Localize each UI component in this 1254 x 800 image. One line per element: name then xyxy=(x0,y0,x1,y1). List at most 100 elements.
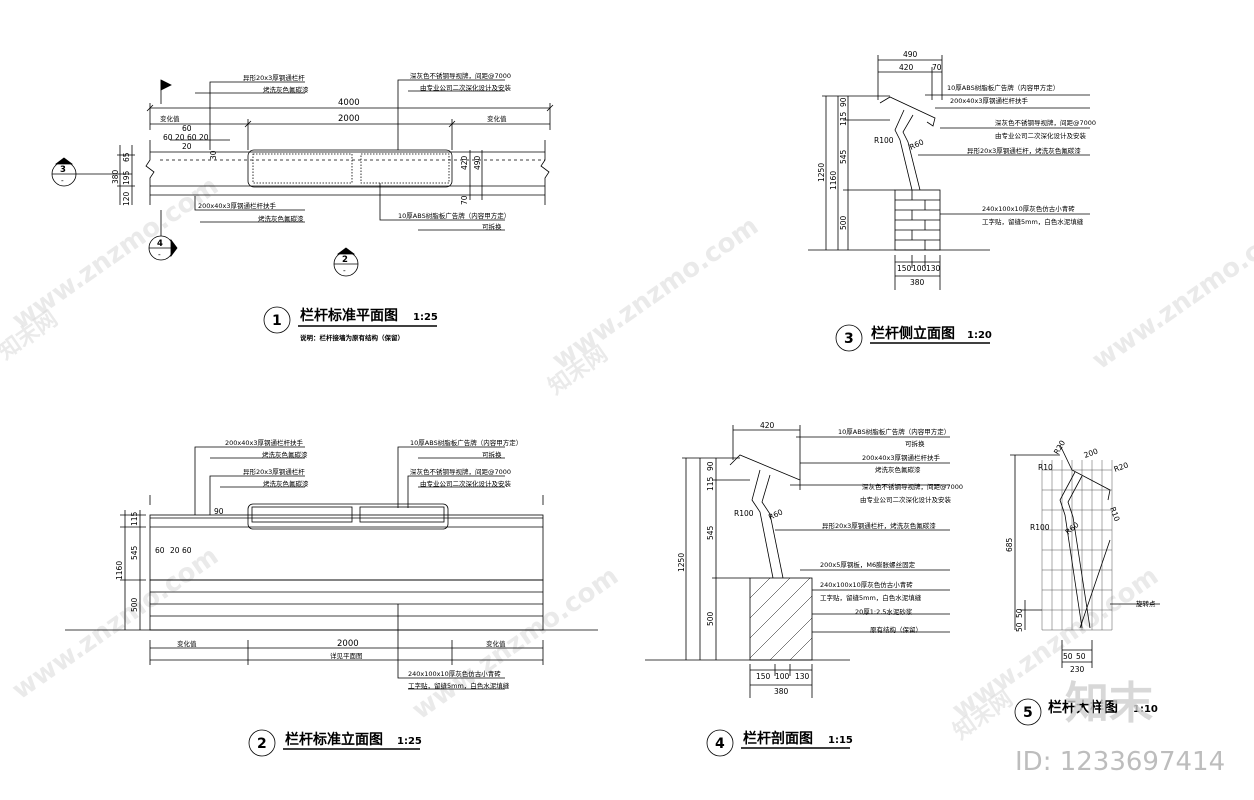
label-brick-joint: 工字贴，留缝5mm，白色水泥填缝 xyxy=(820,593,922,602)
dim-r100: R100 xyxy=(734,509,754,518)
label-paint: 烤洗灰色氟碳漆 xyxy=(258,214,304,223)
dim-380: 380 xyxy=(910,278,925,287)
drawing-3-title: 栏杆侧立面图 xyxy=(871,325,955,342)
section-marker-4-sub: - xyxy=(158,250,161,259)
drawing-1-title: 栏杆标准平面图 xyxy=(300,307,398,324)
dim-20: 20 xyxy=(199,133,209,142)
label-handrail: 200x40x3厚钢通栏杆扶手 xyxy=(225,438,304,447)
watermark-site-text: www.znzmo.com xyxy=(1087,211,1254,376)
dim-1160: 1160 xyxy=(829,171,838,190)
drawing-3-number: 3 xyxy=(844,331,854,347)
watermark-site-text: www.znzmo.com xyxy=(7,171,224,336)
dim-70: 70 xyxy=(460,195,469,205)
label-rotate-point: 旋转点 xyxy=(1136,599,1156,608)
dim-380: 380 xyxy=(111,169,120,184)
dim-2000: 2000 xyxy=(338,114,360,124)
dim-65: 65 xyxy=(122,152,131,162)
elevation-view xyxy=(65,446,598,757)
dim-r100: R100 xyxy=(874,136,894,145)
label-mortar: 20厚1:2.5水泥砂浆 xyxy=(855,607,913,616)
dim-60: 60 xyxy=(182,124,192,133)
dim-60: 60 xyxy=(163,133,173,142)
drawing-4-scale: 1:15 xyxy=(828,735,853,746)
dim-20: 20 xyxy=(170,546,180,555)
dim-490: 490 xyxy=(903,50,918,59)
label-handrail: 200x40x3厚钢通栏杆扶手 xyxy=(198,201,277,210)
watermark-site-text: www.znzmo.com xyxy=(407,561,624,726)
label-plan-ref: 详见平面图 xyxy=(330,651,363,660)
dim-90: 90 xyxy=(706,461,715,471)
label-guide-design: 由专业公司二次深化设计及安装 xyxy=(420,83,512,92)
dim-1250: 1250 xyxy=(817,163,826,182)
label-handrail: 200x40x3厚钢通栏杆扶手 xyxy=(950,96,1029,105)
dim-150: 150 xyxy=(897,264,912,273)
label-variable: 变化值 xyxy=(177,639,197,648)
label-vertical-bar: 异形20x3厚钢通栏杆 xyxy=(243,467,305,476)
label-removable: 可拆换 xyxy=(905,439,925,448)
dim-150: 150 xyxy=(756,672,771,681)
dim-420: 420 xyxy=(760,421,775,430)
section-texts: 420 10厚ABS树脂板广告牌（内容甲方定） 可拆换 200x40x3厚钢通栏… xyxy=(677,421,963,752)
side-elevation-view xyxy=(808,55,1090,352)
label-abs-panel: 10厚ABS树脂板广告牌（内容甲方定） xyxy=(410,438,522,447)
dim-30: 30 xyxy=(209,150,218,160)
image-id-text: ID: 1233697414 xyxy=(1015,747,1225,777)
drawing-2-scale: 1:25 xyxy=(397,736,422,747)
dim-545: 545 xyxy=(839,149,848,164)
dim-r10: R10 xyxy=(1108,506,1122,523)
dim-2000: 2000 xyxy=(337,639,359,649)
dim-115: 115 xyxy=(839,111,848,126)
drawing-4-number: 4 xyxy=(715,736,725,752)
dim-r20: R20 xyxy=(1052,439,1067,456)
label-existing: 原有结构（保留） xyxy=(870,625,922,634)
dim-500: 500 xyxy=(706,611,715,626)
label-variable: 变化值 xyxy=(160,114,180,123)
label-vertical-bar: 异形20x3厚钢通栏杆 xyxy=(243,73,305,82)
label-brick: 240x100x10厚灰色仿古小青砖 xyxy=(982,204,1075,213)
label-guide-design: 由专业公司二次深化设计及安装 xyxy=(420,479,512,488)
label-removable: 可拆换 xyxy=(482,450,502,459)
dim-20: 20 xyxy=(175,133,185,142)
drawing-1-scale: 1:25 xyxy=(413,312,438,323)
dim-130: 130 xyxy=(926,264,941,273)
label-brick-joint: 工字贴，留缝5mm，白色水泥填缝 xyxy=(982,217,1084,226)
label-vertical-bar: 异形20x3厚钢通栏杆，烤洗灰色氟碳漆 xyxy=(822,521,936,530)
section-marker-2-number: 2 xyxy=(342,255,348,265)
dim-230: 230 xyxy=(1070,665,1085,674)
dim-50: 50 xyxy=(1063,652,1073,661)
brand-watermark: 知末 ID: 1233697414 知末网 知末网 知末网 xyxy=(0,306,1225,777)
detail-view xyxy=(1010,444,1160,726)
dim-r20: R20 xyxy=(1113,460,1130,474)
drawing-1-note: 说明：栏杆接墙为原有结构（保留） xyxy=(300,333,404,342)
drawing-2-title: 栏杆标准立面图 xyxy=(285,731,383,748)
label-removable: 可拆换 xyxy=(482,222,502,231)
dim-r100: R100 xyxy=(1030,523,1050,532)
dim-90: 90 xyxy=(214,507,224,516)
label-brick: 240x100x10厚灰色仿古小青砖 xyxy=(820,580,913,589)
dim-r60: R60 xyxy=(908,137,925,151)
section-marker-3-sub: - xyxy=(61,176,64,185)
dim-100: 100 xyxy=(775,672,790,681)
label-variable: 变化值 xyxy=(486,639,506,648)
dim-500: 500 xyxy=(839,215,848,230)
dim-115: 115 xyxy=(706,476,715,491)
label-guide-design: 由专业公司二次深化设计及安装 xyxy=(995,131,1087,140)
label-paint: 烤洗灰色氟碳漆 xyxy=(875,465,921,474)
label-handrail: 200x40x3厚钢通栏杆扶手 xyxy=(862,453,941,462)
dim-r60: R60 xyxy=(767,507,784,521)
drawing-5-title: 栏杆大样图 xyxy=(1048,699,1118,716)
label-paint: 烤洗灰色氟碳漆 xyxy=(263,479,309,488)
dim-130: 130 xyxy=(795,672,810,681)
dim-4000: 4000 xyxy=(338,98,360,108)
section-marker-4-number: 4 xyxy=(157,239,163,249)
drawing-5-number: 5 xyxy=(1023,705,1033,721)
label-guide-sign: 深灰色不锈钢导视牌，间距@7000 xyxy=(410,467,511,476)
label-brick-joint: 工字贴，留缝5mm，白色水泥填缝 xyxy=(408,681,510,690)
label-paint: 烤洗灰色氟碳漆 xyxy=(262,450,308,459)
elevation-texts: 200x40x3厚钢通栏杆扶手 烤洗灰色氟碳漆 异形20x3厚钢通栏杆 烤洗灰色… xyxy=(115,438,522,752)
side-elevation-texts: 490 420 70 10厚ABS树脂板广告牌（内容甲方定） 200x40x3厚… xyxy=(817,50,1096,347)
dim-545: 545 xyxy=(706,525,715,540)
dim-490: 490 xyxy=(473,155,482,170)
dim-60: 60 xyxy=(182,546,192,555)
